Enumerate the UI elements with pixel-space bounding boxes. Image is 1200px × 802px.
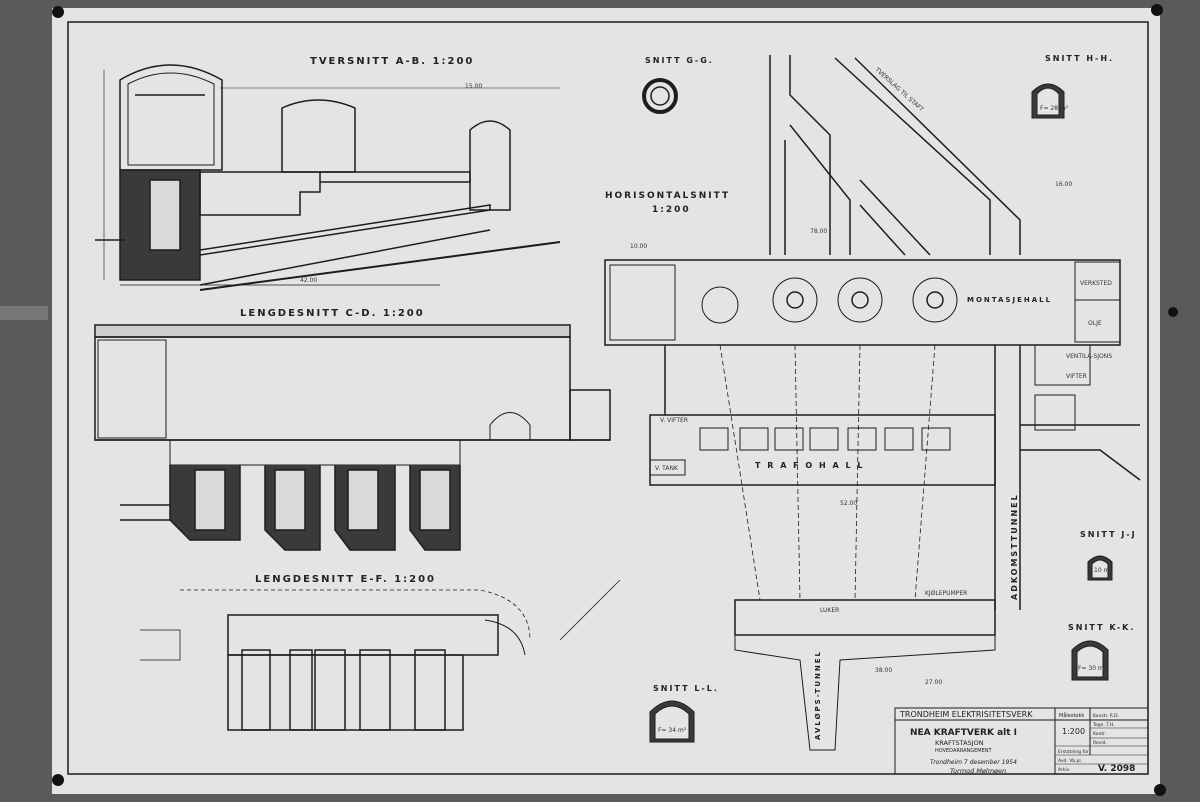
paper-sheet <box>52 8 1160 794</box>
area-ll: F= 34 m² <box>658 727 687 734</box>
title-block <box>894 707 1149 775</box>
drawing-number: V. 2098 <box>1098 764 1135 774</box>
v-vifter-label: V. VIFTER <box>660 417 688 424</box>
snitt-hh-title: SNITT H-H. <box>1045 54 1114 63</box>
konstr-field: Konstr. R.D. <box>1093 713 1119 719</box>
project-subtitle: KRAFTSTASJON <box>935 739 984 747</box>
pin-icon <box>52 774 64 786</box>
signature: Tormod Mølmøen <box>950 767 1006 775</box>
place-date: Trondheim 7 desember 1954 <box>930 759 1017 766</box>
verksted-label: VERKSTED <box>1080 280 1112 287</box>
company-name: TRONDHEIM ELEKTRISITETSVERK <box>899 710 1033 719</box>
dim-16: 16.00 <box>1055 181 1072 188</box>
adkomsttunnel-label: ADKOMSTTUNNEL <box>1010 493 1019 600</box>
pin-icon <box>52 6 64 18</box>
kontr-field: Kontr. <box>1093 731 1106 737</box>
dim-38: 38.00 <box>875 667 892 674</box>
dim-10: 10.00 <box>630 243 647 250</box>
lengdesnitt-ef-section <box>140 579 621 731</box>
snitt-jj-title: SNITT J-J <box>1080 530 1137 539</box>
area-kk: F= 30 m² <box>1078 665 1107 672</box>
snitt-hh-detail <box>1031 83 1065 119</box>
plan-section <box>604 55 1141 751</box>
dim-27: 27.00 <box>925 679 942 686</box>
pin-icon <box>1154 784 1166 796</box>
arkiv-field: Arkiv <box>1058 767 1070 773</box>
lengdesnitt-ef-title: LENGDESNITT E-F. 1:200 <box>255 574 436 585</box>
lengdesnitt-cd-title: LENGDESNITT C-D. 1:200 <box>240 308 425 319</box>
snitt-gg-detail <box>642 78 678 114</box>
clip-icon <box>0 306 48 320</box>
montasjehall-label: MONTASJEHALL <box>967 296 1052 304</box>
dim-52: 52.00 <box>840 500 857 507</box>
pin-icon <box>1151 4 1163 16</box>
ventilasjons-label: VENTILA-SJONS <box>1066 353 1112 360</box>
plan-title-1: HORISONTALSNITT <box>605 191 730 201</box>
dim-42: 42.00 <box>300 277 317 284</box>
olje-label: OLJE <box>1088 320 1102 327</box>
kjolepumper-label: KJØLEPUMPER <box>925 590 967 597</box>
drawing-border <box>67 21 1149 775</box>
tegn-field: Tegn. T.H. <box>1092 722 1115 728</box>
snitt-kk-detail <box>1071 640 1109 681</box>
plan-title-2: 1:200 <box>652 205 691 215</box>
avlopstunnel-label: AVLØPS-TUNNEL <box>814 650 822 740</box>
pin-icon <box>1168 307 1178 317</box>
area-hh: F= 28 m² <box>1040 105 1069 112</box>
snitt-ll-title: SNITT L-L. <box>653 684 719 693</box>
snitt-gg-title: SNITT G-G. <box>645 56 714 65</box>
snitt-kk-title: SNITT K-K. <box>1068 623 1135 632</box>
dim-15: 15.00 <box>465 83 482 90</box>
area-jj: 10 m² <box>1094 567 1112 574</box>
revid-field: Revid. <box>1093 740 1107 746</box>
erstatning-field: Erstatning for <box>1058 749 1089 755</box>
dim-78: 78.00 <box>810 228 827 235</box>
project-name: NEA KRAFTVERK alt I <box>910 728 1017 738</box>
scale-value: 1:200 <box>1062 727 1085 736</box>
luker-label: LUKER <box>820 607 839 614</box>
avd-field: Avd. Vb.pl. <box>1058 758 1082 764</box>
snitt-ll-detail <box>649 700 695 743</box>
vifter-label: VIFTER <box>1066 373 1087 380</box>
lengdesnitt-cd-section <box>94 324 611 551</box>
scale-label: Målestokk <box>1059 712 1084 719</box>
tversnitt-title: TVERSNITT A-B. 1:200 <box>310 56 474 67</box>
snitt-jj-detail <box>1087 555 1113 581</box>
v-tank-label: V. TANK <box>655 465 679 472</box>
tversnitt-section <box>95 64 561 291</box>
project-subtitle-2: HOVEDARRANGEMENT <box>935 748 993 754</box>
trafohall-label: T R A F O H A L L <box>755 461 864 470</box>
